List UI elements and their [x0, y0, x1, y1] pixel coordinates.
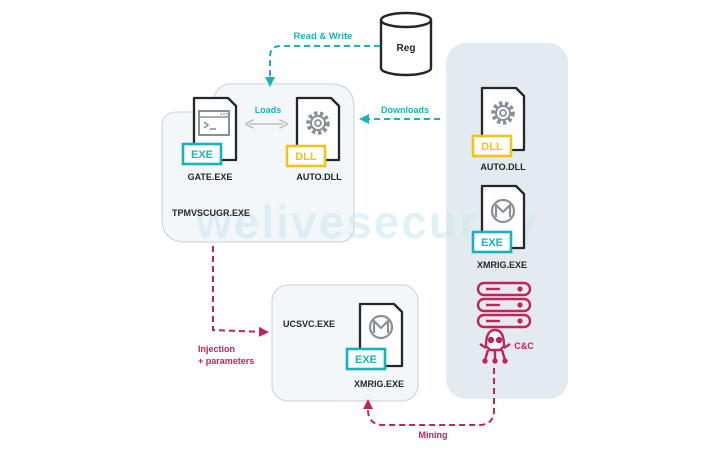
exe-badge-local-text: EXE [355, 354, 377, 366]
xmrig-local-label: XMRIG.EXE [354, 379, 404, 389]
read-write-arrow [265, 45, 380, 87]
dll-badge-local [285, 144, 327, 168]
injection-label-line1: Injection [198, 344, 235, 354]
exe-badge-remote-text: EXE [481, 237, 503, 249]
reg-label: Reg [397, 43, 416, 54]
ucsvc-group-label: UCSVC.EXE [283, 319, 335, 329]
gear-file-icon [295, 96, 341, 162]
exe-badge-remote [471, 230, 513, 254]
auto-dll-local-label: AUTO.DLL [296, 172, 342, 182]
database-icon [379, 11, 433, 77]
mining-label: Mining [419, 430, 448, 440]
xmrig-remote-label: XMRIG.EXE [477, 260, 527, 270]
exe-badge-local [345, 347, 387, 371]
tpm-group-label: TPMVSCUGR.EXE [172, 208, 250, 218]
cc-label: C&C [514, 341, 534, 351]
dll-badge-remote [471, 134, 513, 158]
loads-label: Loads [255, 105, 282, 115]
injection-arrow [212, 246, 269, 337]
server-skull-icon [476, 281, 532, 364]
exe-badge-gate [181, 142, 223, 166]
injection-label-line2: + parameters [198, 356, 254, 366]
gate-exe-label: GATE.EXE [188, 172, 233, 182]
mining-arrow [363, 368, 495, 426]
read-write-label: Read & Write [294, 31, 353, 42]
dll-badge-remote-text: DLL [481, 141, 503, 153]
downloads-label: Downloads [381, 105, 429, 115]
auto-dll-remote-label: AUTO.DLL [480, 162, 526, 172]
dll-badge-local-text: DLL [295, 151, 317, 163]
exe-badge-gate-text: EXE [191, 149, 213, 161]
